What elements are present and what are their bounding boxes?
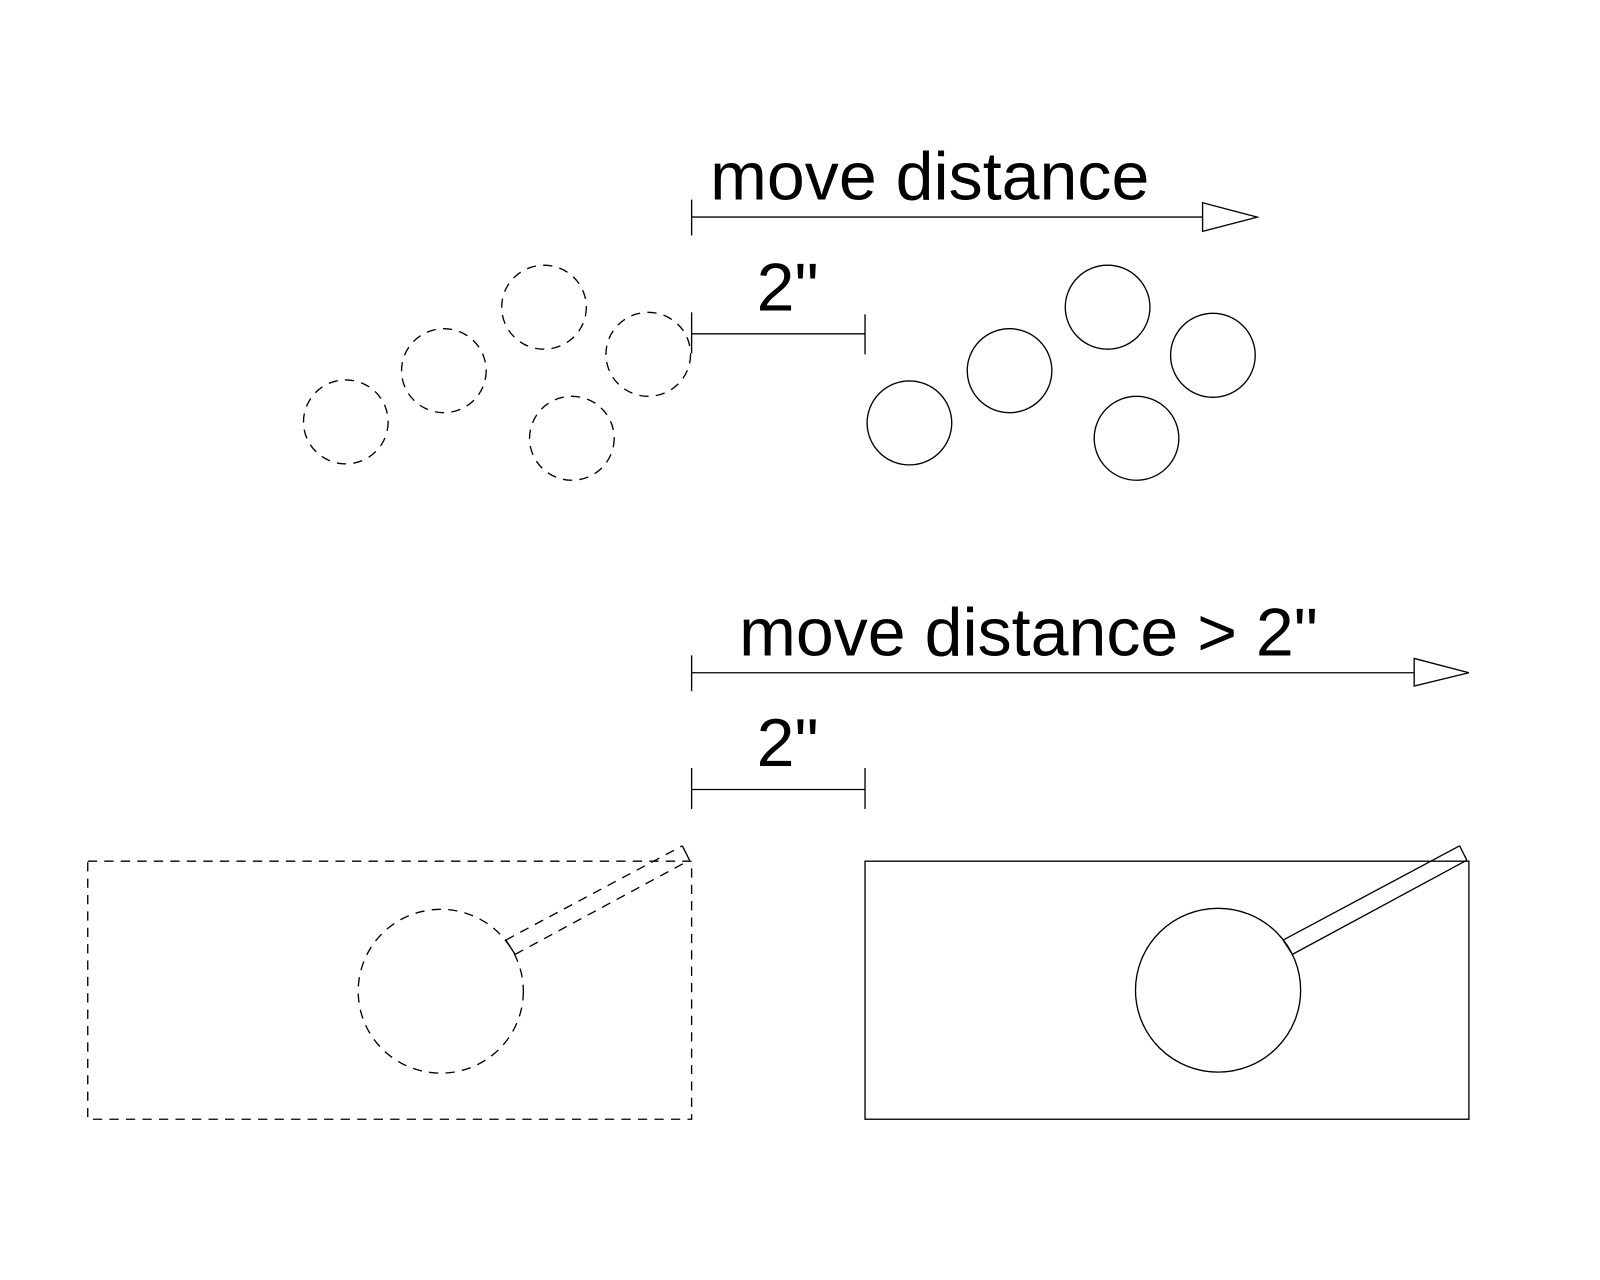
moved-rectangle-solid bbox=[864, 845, 1470, 1120]
top-dim-label: 2" bbox=[757, 251, 819, 326]
solid-circle bbox=[866, 380, 953, 466]
bottom-move-arrow bbox=[690, 655, 1470, 692]
dashed-stick bbox=[505, 845, 691, 955]
solid-circle bbox=[1064, 264, 1151, 350]
original-circles-dashed bbox=[302, 264, 692, 481]
top-move-label: move distance bbox=[710, 140, 1149, 215]
solid-stick bbox=[1282, 845, 1468, 955]
dashed-circle bbox=[302, 379, 389, 465]
solid-circle bbox=[1093, 395, 1180, 481]
solid-circle bbox=[1169, 312, 1256, 398]
dashed-circle bbox=[605, 311, 692, 397]
top-dimension-line bbox=[690, 312, 866, 355]
bottom-dimension-line bbox=[690, 768, 866, 809]
dashed-circle bbox=[400, 328, 487, 414]
top-move-arrow bbox=[690, 199, 1260, 236]
solid-circle bbox=[966, 328, 1053, 414]
dashed-ball bbox=[357, 908, 525, 1074]
dashed-circle bbox=[501, 264, 587, 350]
bottom-move-label: move distance > 2" bbox=[739, 596, 1318, 671]
bottom-dim-label: 2" bbox=[757, 706, 819, 781]
solid-ball bbox=[1134, 907, 1302, 1073]
original-rectangle-dashed bbox=[87, 845, 693, 1120]
dashed-circle bbox=[528, 395, 615, 481]
moved-circles-solid bbox=[866, 264, 1256, 481]
